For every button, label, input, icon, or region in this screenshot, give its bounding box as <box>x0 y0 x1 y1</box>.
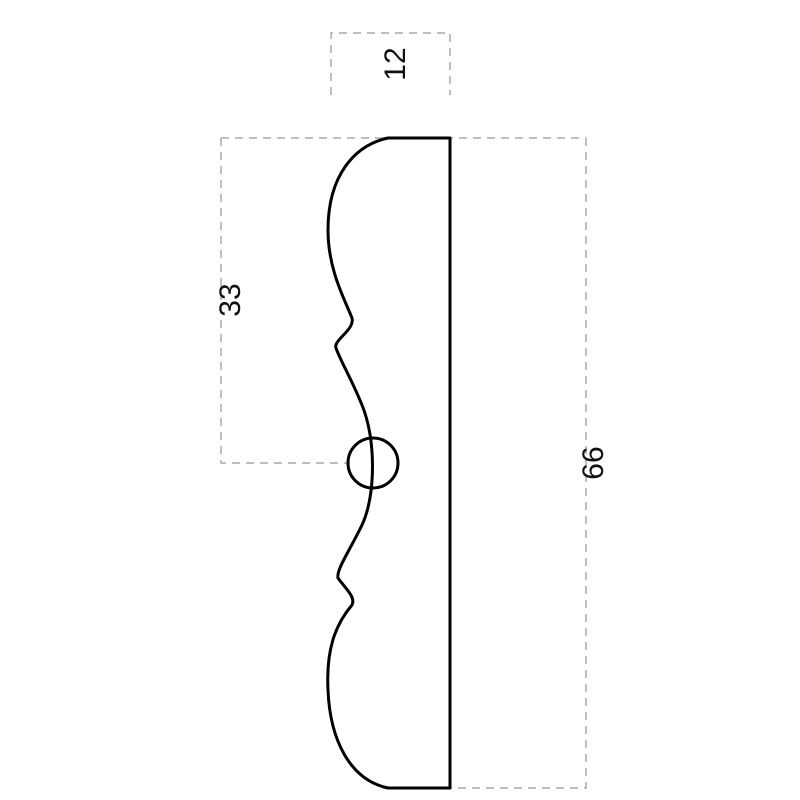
width-dimension-line <box>330 32 451 95</box>
width-label: 12 <box>379 47 412 80</box>
half-height-dimension-line <box>220 138 350 464</box>
center-marker-circle <box>346 436 400 490</box>
profile-outline <box>326 136 452 790</box>
half-height-label: 33 <box>214 283 247 316</box>
height-dimension-line <box>450 138 587 789</box>
height-label: 66 <box>577 446 610 479</box>
